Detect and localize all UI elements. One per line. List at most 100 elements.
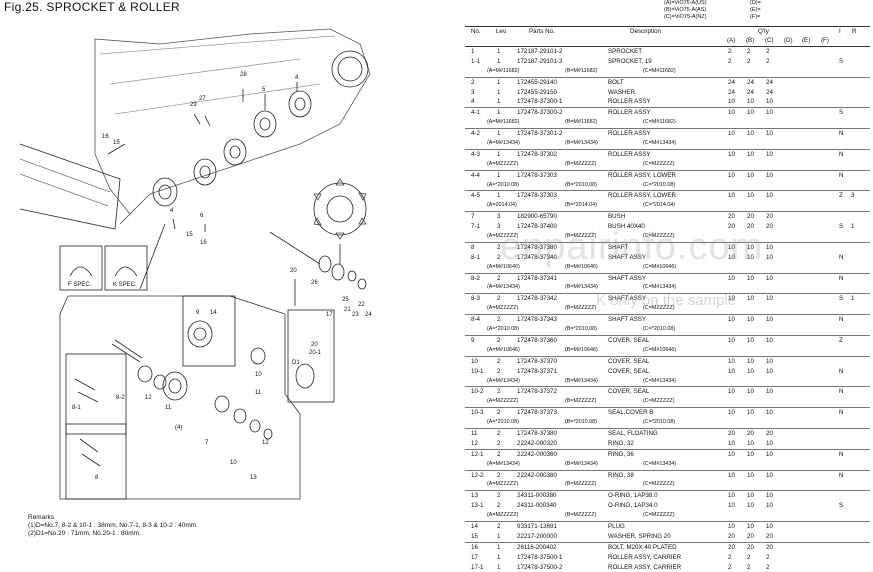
cell-pn: 172478-37370	[517, 357, 557, 365]
remark-cell: (A=*2010.08)	[487, 326, 519, 333]
cell-pn: 172478-37303	[517, 192, 557, 200]
cell-b: 2	[747, 563, 751, 571]
cell-no: 9	[471, 336, 475, 344]
remark-cell: (A=M#13434)	[487, 284, 520, 291]
callout-21: 21	[344, 307, 351, 313]
cell-a: 10	[728, 522, 735, 530]
cell-i: S	[839, 223, 844, 231]
callout-12b: 12	[262, 440, 269, 446]
cell-lev: 1	[497, 171, 501, 179]
callout-20: 20	[290, 268, 297, 274]
remark-cell: (C=M#13434)	[643, 460, 677, 467]
remark-row: (A=MZZZZZ)(B=MZZZZZ)(C=MZZZZZ)	[465, 160, 870, 171]
remark-cell: (B=MZZZZZ)	[565, 305, 597, 312]
remark-cell: (C=M#13434)	[643, 140, 677, 147]
cell-a: 20	[728, 429, 735, 437]
cell-c: 10	[766, 367, 773, 375]
cell-i: Z	[839, 336, 843, 344]
callout-23: 23	[352, 312, 359, 318]
cell-c: 10	[766, 492, 773, 500]
cell-pn: 24311-000340	[517, 502, 557, 510]
cell-a: 10	[728, 171, 735, 179]
remark-cell: (C=MZZZZZ)	[643, 398, 675, 405]
cell-desc: COVER, SEAL	[608, 357, 650, 365]
cell-no: 1	[471, 48, 475, 55]
cell-desc: SHAFT	[608, 243, 629, 251]
cell-pn: 172478-37500-2	[517, 563, 563, 571]
callout-16b: 16	[200, 240, 207, 246]
remark-row: (A=M#10646)(B=M#10646)(C=M#10646)	[465, 263, 870, 274]
callout-8: 8	[95, 475, 99, 481]
cell-b: 10	[747, 109, 754, 117]
callout-6: 6	[200, 213, 204, 219]
cell-c: 10	[766, 502, 773, 510]
cell-pn: 172478-37303	[517, 171, 557, 179]
cell-i: S	[839, 57, 844, 65]
remark-cell: (B=M#10646)	[565, 263, 598, 270]
callout-26: 26	[311, 280, 318, 286]
remark-row: (A=MZZZZZ)(B=MZZZZZ)(C=MZZZZZ)	[465, 304, 870, 316]
remark-cell: (A=2014.04)	[487, 202, 517, 209]
cell-desc: SEAL, FLOATING	[608, 429, 658, 437]
remark-cell: (B=M#13434)	[565, 377, 598, 384]
remark-cell: (A=*2010.08)	[487, 181, 519, 188]
spec-left-label: F SPEC.	[68, 282, 92, 288]
cell-no: 10-1	[471, 367, 484, 375]
cell-desc: ROLLER ASSY, CARRIER	[608, 553, 682, 561]
cell-c: 10	[766, 253, 773, 261]
cell-desc: BUSH	[608, 213, 626, 221]
cell-i: N	[839, 253, 844, 261]
remark-cell: (A=MZZZZZ)	[487, 398, 519, 405]
cell-desc: SPROCKET, 19	[608, 57, 652, 65]
cell-c: 10	[766, 171, 773, 179]
remark-cell: (C=*2010.08)	[643, 181, 676, 188]
cell-b: 20	[747, 223, 754, 231]
cell-lev: 2	[497, 316, 501, 324]
callout-28: 28	[240, 72, 247, 78]
callout-8-2: 8-2	[116, 395, 125, 401]
remark-row: (A=*2010.08)(B=*2010.08)(C=*2010.08)	[465, 181, 870, 192]
cell-b: 2	[747, 48, 751, 55]
cell-c: 20	[766, 223, 773, 231]
cell-b: 20	[747, 429, 754, 437]
cell-lev: 1	[497, 563, 501, 571]
remark-cell: (B=*2010.08)	[565, 326, 597, 333]
cell-lev: 2	[497, 429, 501, 437]
cell-r: 1	[851, 223, 855, 231]
remark-cell: (B=M#13434)	[565, 460, 598, 467]
cell-no: 10-2	[471, 388, 484, 396]
remark-cell: (C=*2010.08)	[643, 326, 676, 333]
remark-cell: (C=M#10646)	[643, 263, 677, 270]
cell-a: 10	[728, 274, 735, 282]
cell-c: 10	[766, 450, 773, 458]
cell-c: 10	[766, 388, 773, 396]
model-legend: (A)=ViO75-A(US)(D)= (B)=ViO75-A(AS)(E)= …	[664, 0, 761, 20]
cell-lev: 1	[497, 78, 501, 86]
cell-no: 4	[471, 98, 475, 106]
callout-4b: 4	[170, 208, 174, 214]
cell-b: 10	[747, 192, 754, 200]
table-header: No. Lev. Parts No. Description Q'ty (A) …	[465, 26, 870, 47]
cell-no: 13-1	[471, 502, 484, 510]
watermark-sample: K only on the sample	[596, 292, 737, 309]
remark-cell: (B=MZZZZZ)	[565, 398, 597, 405]
cell-c: 10	[766, 336, 773, 344]
remark-cell: (A=M#11682)	[487, 67, 520, 74]
cell-pn: 172478-37373	[517, 409, 557, 417]
cell-lev: 2	[497, 243, 501, 251]
callout-24: 24	[365, 312, 372, 318]
cell-b: 24	[747, 88, 754, 96]
